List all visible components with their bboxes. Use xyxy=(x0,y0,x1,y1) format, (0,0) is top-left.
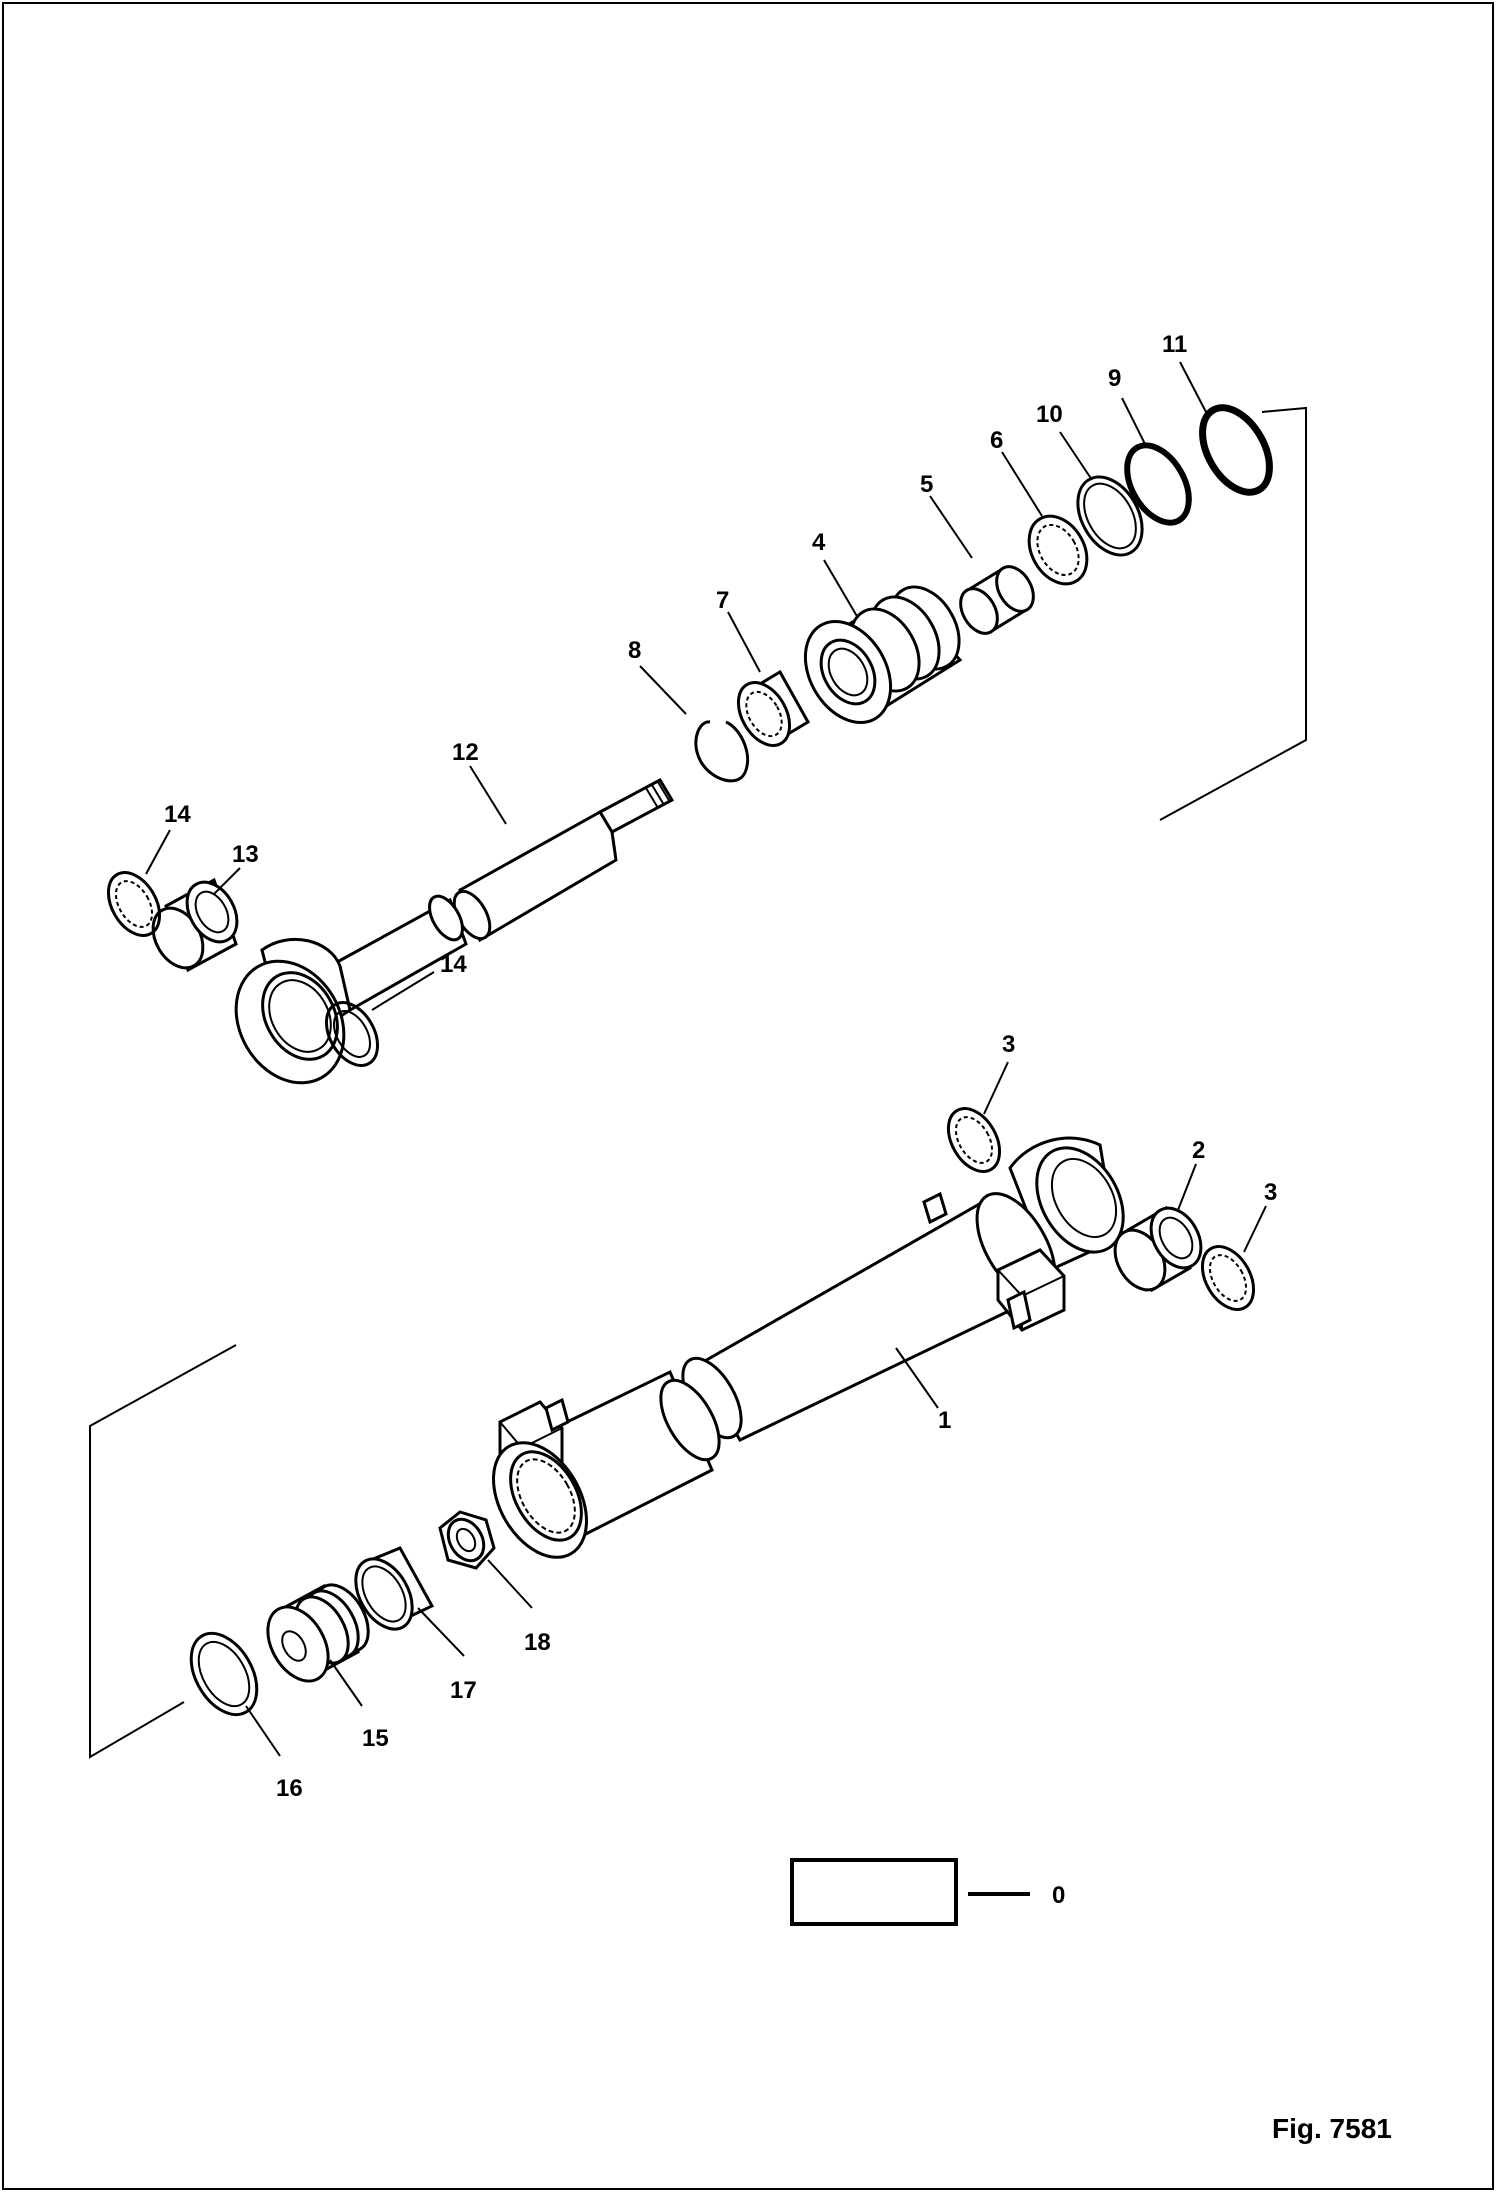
figure-label: Fig. 7581 xyxy=(1272,2113,1392,2144)
callout-17: 17 xyxy=(450,1677,477,1704)
callout-14-bottom: 14 xyxy=(440,951,467,978)
part-14-dust-seal-lower xyxy=(324,1001,380,1067)
part-15-piston xyxy=(266,1583,370,1683)
callout-15: 15 xyxy=(362,1725,389,1752)
part-13-bushing xyxy=(151,877,239,973)
part-11-o-ring xyxy=(1199,404,1273,496)
kit-legend: 0 xyxy=(790,1858,1065,1926)
part-2-bushing xyxy=(1113,1205,1203,1293)
part-5-bushing xyxy=(959,565,1035,635)
part-3-dust-seal-right xyxy=(1200,1245,1256,1311)
part-17-ring xyxy=(354,1546,435,1631)
callout-1: 1 xyxy=(938,1407,951,1434)
callout-6: 6 xyxy=(990,427,1003,454)
callout-16: 16 xyxy=(276,1775,303,1802)
callout-2: 2 xyxy=(1192,1137,1205,1164)
kit-box xyxy=(790,1858,958,1926)
callout-11: 11 xyxy=(1162,331,1187,358)
part-14-dust-seal-upper xyxy=(106,871,162,937)
callout-5: 5 xyxy=(920,471,933,498)
part-6-seal xyxy=(1027,514,1089,586)
callout-10: 10 xyxy=(1036,401,1063,428)
callout-labels: 11 9 10 6 5 4 7 8 12 14 13 14 3 2 3 1 18… xyxy=(164,331,1277,1802)
callout-12: 12 xyxy=(452,739,479,766)
callout-3-top: 3 xyxy=(1002,1031,1015,1058)
callout-13: 13 xyxy=(232,841,259,868)
kit-label: 0 xyxy=(1052,1882,1065,1909)
part-18-nut xyxy=(438,1510,496,1570)
part-16-seal xyxy=(189,1631,259,1717)
lower-bracket xyxy=(89,1344,237,1759)
part-1-cylinder-tube xyxy=(492,1136,1125,1559)
upper-bracket xyxy=(1159,406,1307,821)
part-4-cylinder-head xyxy=(803,585,963,724)
callout-9: 9 xyxy=(1108,365,1121,392)
callout-4: 4 xyxy=(812,529,826,556)
part-12-piston-rod xyxy=(234,778,675,1085)
part-8-snap-ring xyxy=(694,720,749,783)
callout-8: 8 xyxy=(628,637,641,664)
part-3-dust-seal-top xyxy=(946,1107,1002,1173)
part-10-ring xyxy=(1076,475,1144,557)
callout-18: 18 xyxy=(524,1629,551,1656)
leader-lines xyxy=(145,361,1267,1757)
callout-3-right: 3 xyxy=(1264,1179,1277,1206)
part-9-backup-ring xyxy=(1124,442,1192,526)
callout-7: 7 xyxy=(716,587,729,614)
part-7-seal xyxy=(736,669,811,747)
callout-14-top: 14 xyxy=(164,801,191,828)
